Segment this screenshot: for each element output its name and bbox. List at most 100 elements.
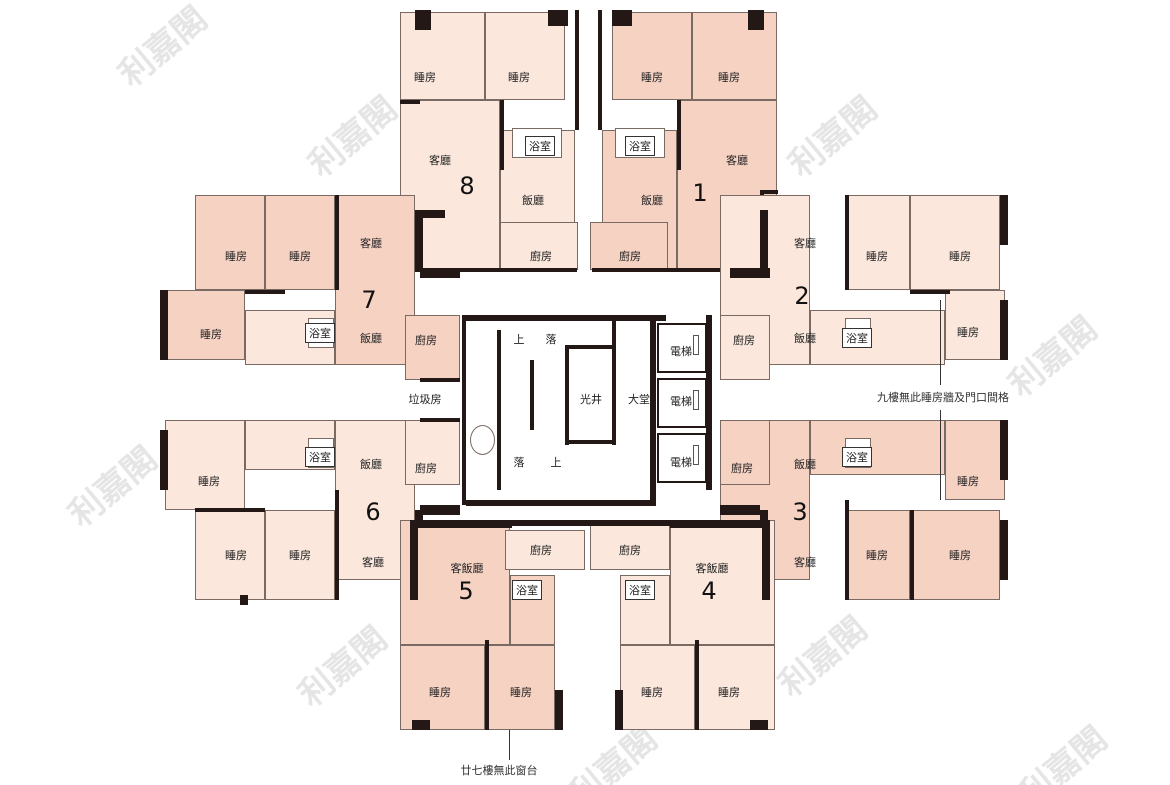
unit-number: 4 bbox=[701, 577, 717, 605]
wall bbox=[415, 10, 431, 30]
wall bbox=[910, 510, 914, 600]
unit-number: 8 bbox=[459, 172, 475, 200]
wall bbox=[565, 440, 615, 444]
room bbox=[670, 520, 775, 645]
wall bbox=[420, 378, 460, 382]
wall bbox=[748, 10, 764, 30]
wall bbox=[612, 10, 632, 26]
wall bbox=[1000, 520, 1008, 580]
floor27-note: 廿七樓無此窗台 bbox=[460, 764, 538, 777]
watermark-logo: 利嘉閣 bbox=[1011, 719, 1116, 785]
living-label: 客廳 bbox=[794, 556, 816, 569]
dining-label: 飯廳 bbox=[360, 332, 382, 345]
bath-label: 浴室 bbox=[625, 580, 655, 600]
bed-label: 睡房 bbox=[957, 326, 979, 339]
wall bbox=[720, 505, 760, 515]
wall bbox=[612, 315, 616, 445]
room bbox=[500, 222, 578, 270]
kitchen-label: 廚房 bbox=[731, 462, 753, 475]
wall bbox=[240, 595, 248, 605]
kitchen-label: 廚房 bbox=[415, 334, 437, 347]
room bbox=[400, 520, 510, 645]
living-label: 客飯廳 bbox=[695, 562, 729, 575]
kitchen-label: 廚房 bbox=[530, 544, 552, 557]
bed-label: 睡房 bbox=[289, 549, 311, 562]
note-leader-line bbox=[509, 730, 510, 760]
kitchen-label: 廚房 bbox=[530, 250, 552, 263]
note-leader-line bbox=[940, 300, 941, 385]
wall bbox=[160, 430, 168, 490]
stair-up-label: 上 bbox=[550, 456, 562, 469]
room bbox=[620, 645, 695, 730]
wall bbox=[555, 690, 563, 730]
bed-label: 睡房 bbox=[198, 475, 220, 488]
wall bbox=[245, 290, 285, 294]
living-label: 客飯廳 bbox=[450, 562, 484, 575]
bath-label: 浴室 bbox=[525, 136, 555, 156]
lobby-label: 大堂 bbox=[628, 393, 650, 406]
bed-label: 睡房 bbox=[641, 686, 663, 699]
wall bbox=[412, 720, 430, 730]
bath-label: 浴室 bbox=[512, 580, 542, 600]
room bbox=[720, 315, 770, 380]
bath-label: 浴室 bbox=[842, 328, 872, 348]
bed-label: 睡房 bbox=[866, 549, 888, 562]
room bbox=[335, 195, 415, 365]
room bbox=[485, 12, 565, 100]
lightwell-label: 光井 bbox=[580, 393, 602, 406]
room bbox=[910, 510, 1000, 600]
bed-label: 睡房 bbox=[641, 71, 663, 84]
living-label: 客廳 bbox=[726, 154, 748, 167]
unit-number: 2 bbox=[794, 282, 810, 310]
room bbox=[265, 510, 335, 600]
bed-label: 睡房 bbox=[718, 686, 740, 699]
wall bbox=[500, 100, 504, 170]
wall bbox=[195, 508, 265, 512]
wall bbox=[677, 100, 681, 170]
wall bbox=[420, 418, 460, 422]
wall bbox=[650, 315, 654, 505]
bath-label: 浴室 bbox=[305, 323, 335, 343]
wall bbox=[160, 290, 168, 360]
bed-label: 睡房 bbox=[429, 686, 451, 699]
stair-up-label: 上 bbox=[513, 333, 525, 346]
bed-label: 睡房 bbox=[957, 475, 979, 488]
room bbox=[505, 530, 585, 570]
wall bbox=[1000, 195, 1008, 245]
watermark-logo: 利嘉閣 bbox=[781, 89, 886, 186]
wall bbox=[1000, 300, 1008, 360]
room bbox=[910, 195, 1000, 290]
living-label: 客廳 bbox=[429, 154, 451, 167]
room bbox=[400, 645, 485, 730]
wall bbox=[598, 10, 602, 130]
bed-label: 睡房 bbox=[414, 71, 436, 84]
unit-number: 6 bbox=[365, 498, 381, 526]
unit-number: 3 bbox=[792, 498, 808, 526]
lift-label: 電梯 bbox=[670, 395, 692, 408]
watermark-logo: 利嘉閣 bbox=[61, 439, 166, 536]
room bbox=[400, 12, 485, 100]
room bbox=[945, 290, 1005, 360]
unit-number: 5 bbox=[458, 577, 474, 605]
wall bbox=[466, 500, 656, 506]
watermark-logo: 利嘉閣 bbox=[301, 89, 406, 186]
room bbox=[195, 510, 265, 600]
room bbox=[590, 520, 670, 570]
bath-label: 浴室 bbox=[305, 447, 335, 467]
wall bbox=[592, 268, 762, 272]
wall bbox=[565, 345, 569, 445]
wall bbox=[1000, 420, 1008, 480]
bath-label: 浴室 bbox=[625, 136, 655, 156]
dining-label: 飯廳 bbox=[641, 194, 663, 207]
stair-down-label: 落 bbox=[513, 456, 525, 469]
lift-shaft bbox=[657, 323, 707, 373]
bed-label: 睡房 bbox=[866, 250, 888, 263]
room bbox=[720, 420, 770, 485]
wall bbox=[530, 360, 534, 430]
wall bbox=[706, 315, 712, 490]
room bbox=[165, 420, 245, 510]
room bbox=[845, 195, 910, 290]
wall bbox=[590, 520, 670, 526]
wall bbox=[575, 10, 579, 130]
wall bbox=[512, 520, 602, 526]
